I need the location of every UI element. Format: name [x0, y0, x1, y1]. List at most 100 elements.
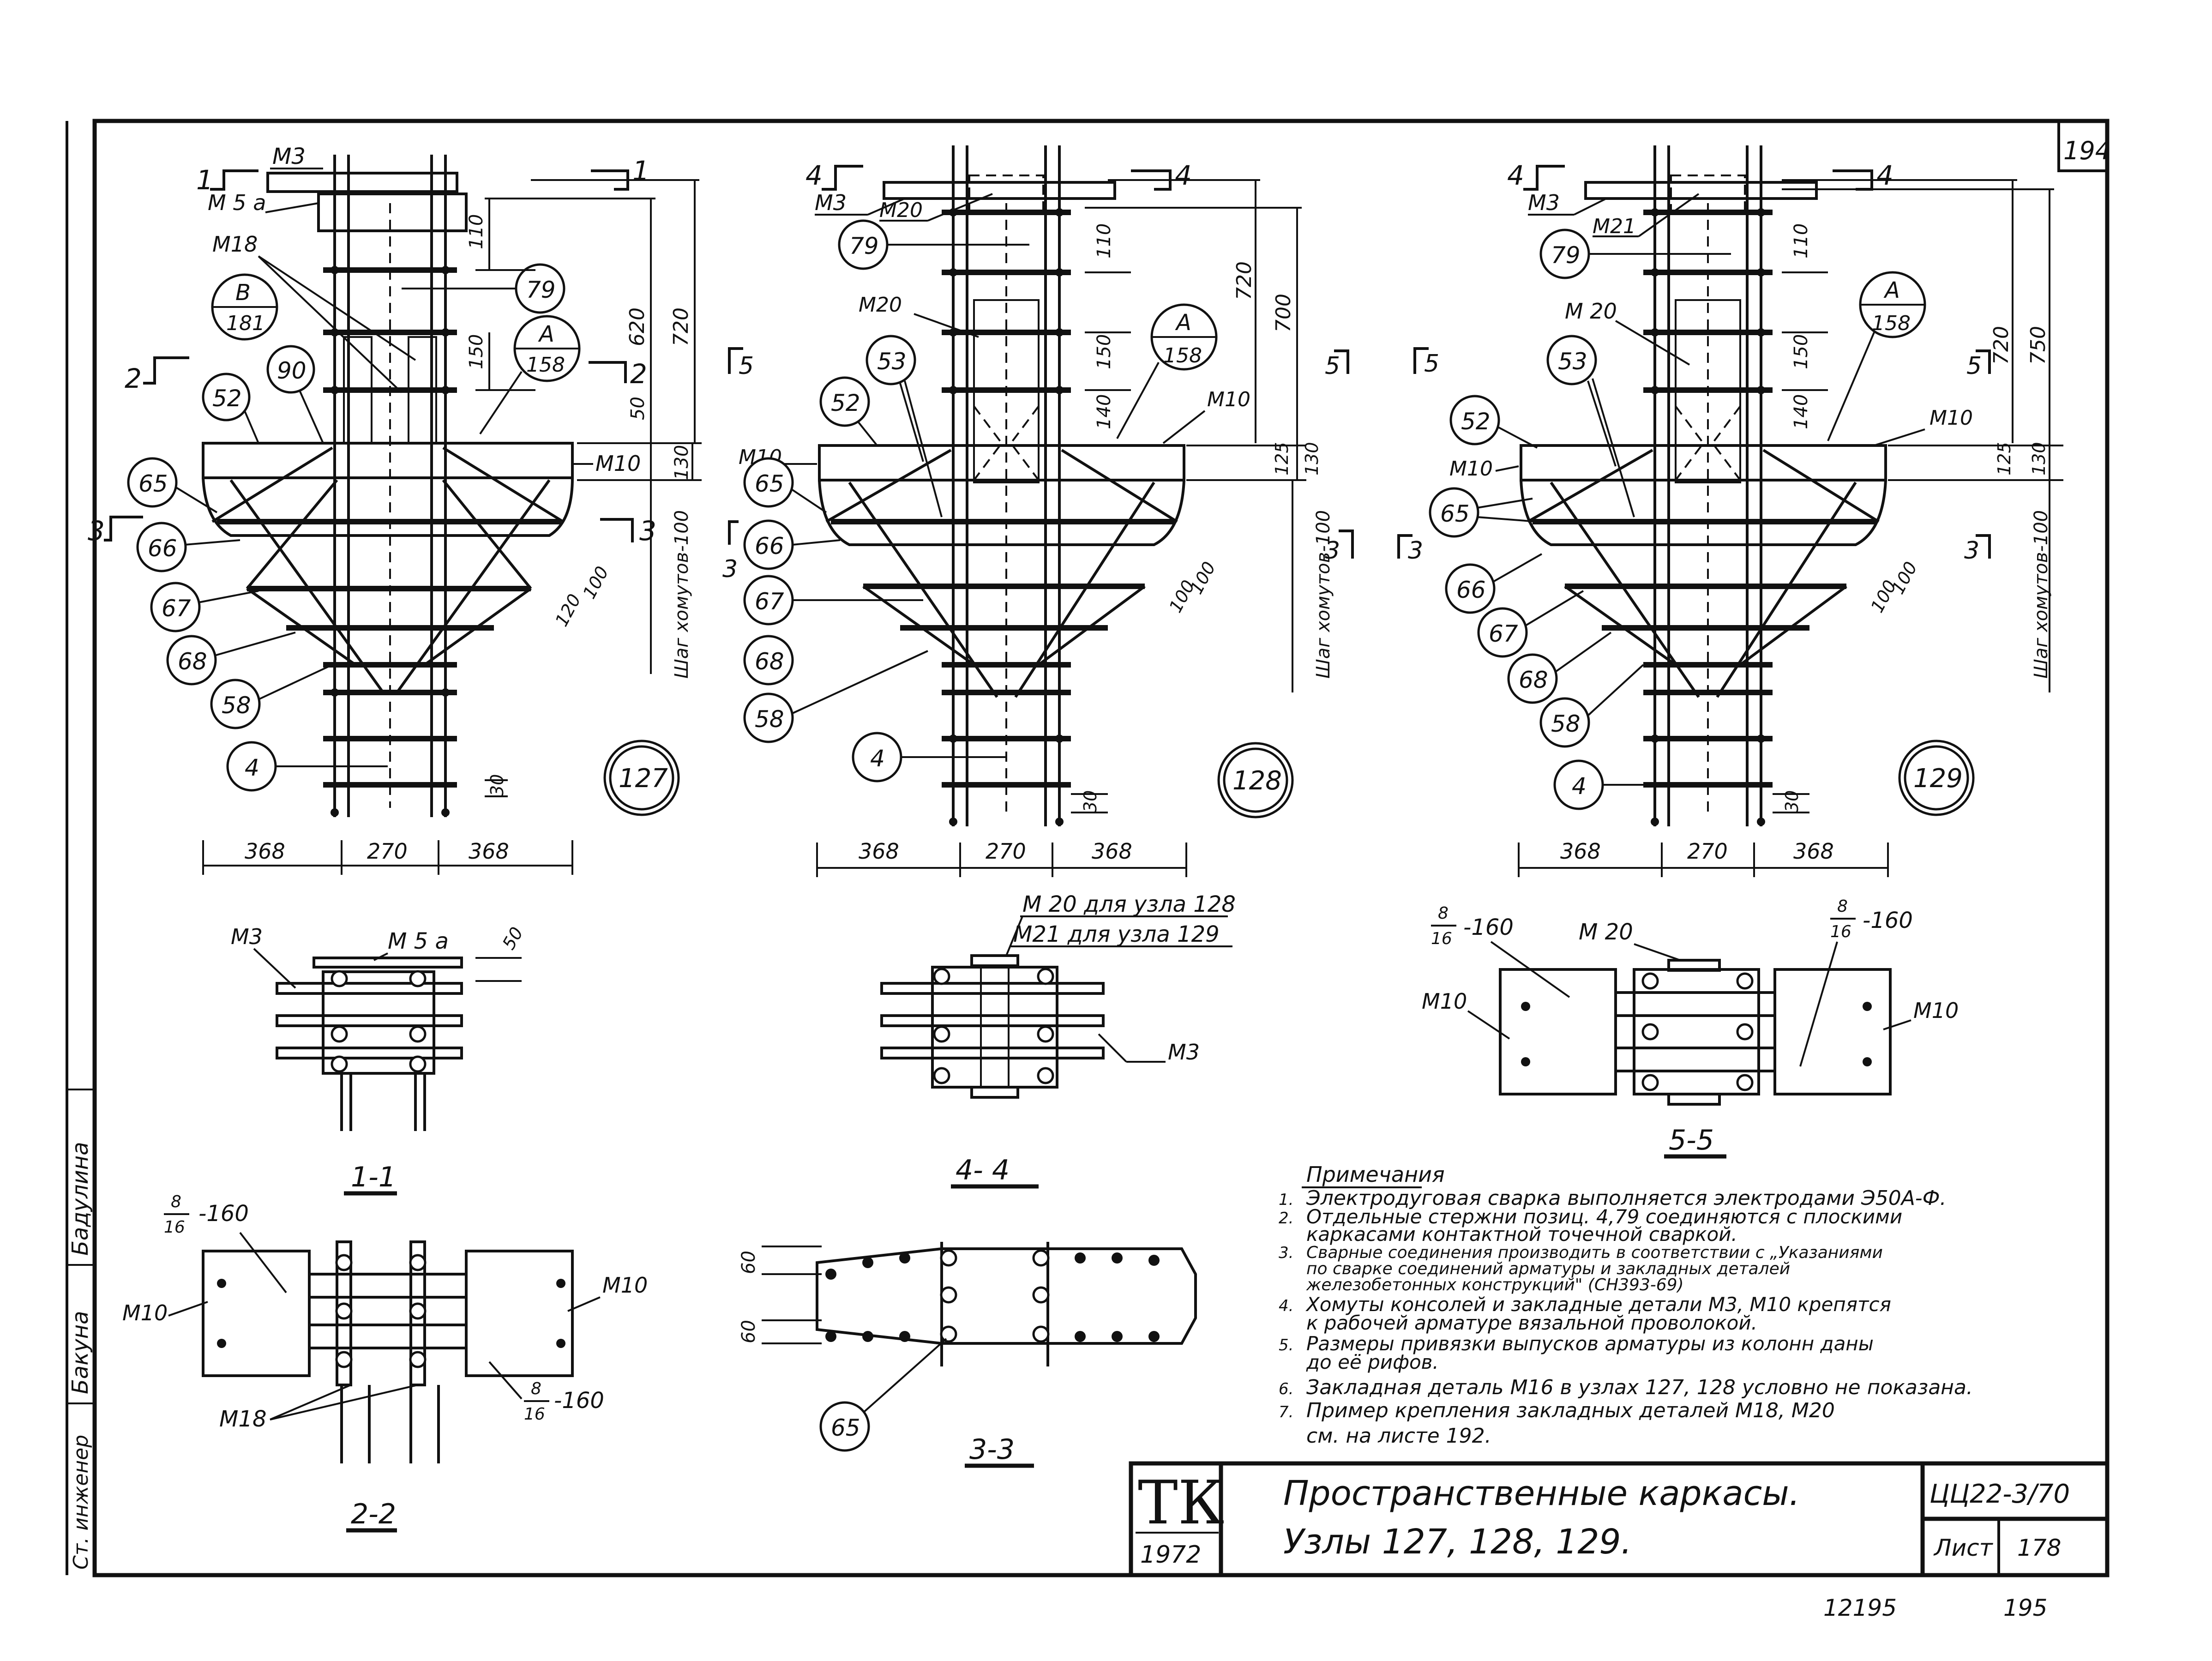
svg-text:110: 110 — [466, 214, 487, 249]
svg-text:Шаг хомутов-100: Шаг хомутов-100 — [2031, 510, 2052, 679]
svg-text:М10: М10 — [122, 1300, 168, 1325]
svg-text:130: 130 — [1302, 442, 1322, 475]
section-mark-1-right: 1 — [632, 155, 649, 187]
title-year: 1972 — [1140, 1541, 1201, 1569]
section-3-3: 60 60 65 3-3 — [738, 1242, 1197, 1468]
notes-block: Примечания 1. Электродуговая сварка выпо… — [1279, 1162, 1973, 1448]
bubble: 53 — [877, 348, 907, 375]
svg-text:4: 4 — [1175, 160, 1192, 191]
section-5-5: 8 16 -160 8 16 -160 М 20 М10 М10 5-5 — [1422, 897, 1959, 1159]
bubble: 65 — [1440, 500, 1470, 527]
svg-text:270: 270 — [367, 839, 408, 864]
section-4-4: М 20 для узла 128 М21 для узла 129 М3 4-… — [880, 891, 1236, 1189]
label-m18: М18 — [212, 232, 258, 257]
bubble: 52 — [1461, 408, 1491, 435]
svg-text:3: 3 — [1325, 537, 1340, 565]
node-129-elevation: 4 4 5 5 3 3 М3 М21 М 20 М10 М10 А 158 79… — [1397, 145, 2063, 877]
svg-text:150: 150 — [1094, 334, 1115, 369]
svg-text:50: 50 — [499, 924, 527, 953]
bubble: 4 — [245, 754, 259, 781]
svg-text:270: 270 — [986, 839, 1026, 864]
tk-logo: ТК — [1138, 1468, 1224, 1538]
svg-text:130: 130 — [671, 445, 692, 480]
svg-text:М3: М3 — [1528, 190, 1560, 215]
svg-text:60: 60 — [738, 1251, 759, 1274]
ref-b: В — [235, 280, 251, 306]
svg-text:158: 158 — [1872, 312, 1911, 335]
svg-text:А: А — [1883, 277, 1900, 303]
svg-text:М10: М10 — [1929, 406, 1973, 430]
bottom-code-1: 12195 — [1823, 1595, 1897, 1621]
svg-text:5: 5 — [1325, 352, 1340, 380]
notes-heading: Примечания — [1306, 1162, 1445, 1187]
svg-text:М10: М10 — [1449, 457, 1493, 481]
svg-text:130: 130 — [2029, 442, 2049, 475]
svg-text:4: 4 — [805, 160, 823, 191]
svg-text:30: 30 — [1782, 790, 1802, 812]
title-line1: Пространственные каркасы. — [1283, 1474, 1800, 1513]
ref-b-sheet: 181 — [226, 312, 265, 335]
bubble: 58 — [1551, 710, 1581, 737]
svg-text:Шаг хомутов-100: Шаг хомутов-100 — [1313, 510, 1334, 679]
svg-text:5: 5 — [1424, 350, 1439, 378]
stamp-signature: Бакуна — [67, 1311, 93, 1394]
bubble: 67 — [162, 595, 191, 622]
bubble: 66 — [755, 533, 784, 560]
svg-text:158: 158 — [1163, 344, 1202, 367]
section-2-2-title: 2-2 — [351, 1498, 396, 1530]
svg-text:100: 100 — [579, 563, 613, 602]
svg-text:3: 3 — [1964, 537, 1979, 565]
svg-text:125: 125 — [1272, 442, 1292, 475]
section-3-3-title: 3-3 — [969, 1433, 1015, 1466]
bubble: 79 — [849, 233, 879, 259]
svg-text:110: 110 — [1094, 223, 1115, 259]
bubble: 68 — [178, 648, 207, 675]
node-128-dimensions: 110 150 140 720 700 125 130 Шаг хомутов-… — [816, 179, 1334, 877]
series-code: ЦЦ22-3/70 — [1929, 1479, 2070, 1509]
section-1-1: М 5 а М3 50 1-1 — [231, 924, 527, 1196]
svg-text:4.: 4. — [1279, 1297, 1293, 1315]
svg-text:М21 для узла 129: М21 для узла 129 — [1013, 921, 1220, 947]
bubble: 4 — [870, 745, 885, 772]
bubble: 68 — [755, 648, 784, 675]
svg-text:150: 150 — [466, 334, 487, 369]
bubble: 67 — [755, 588, 784, 615]
title-block: ТК 1972 Пространственные каркасы. Узлы 1… — [1129, 1461, 2110, 1577]
svg-text:16: 16 — [1830, 922, 1851, 941]
node-127-elevation: 1 1 2 2 3 3 М3 М 5 а М18 М10 В 181 А 158… — [88, 144, 702, 875]
sheet-label: Лист — [1933, 1535, 1994, 1561]
page-number: 194 — [2063, 136, 2111, 165]
svg-text:М3: М3 — [1168, 1040, 1200, 1065]
ref-a-sheet: 158 — [526, 353, 565, 377]
bubble: 58 — [755, 706, 784, 733]
svg-text:150: 150 — [1791, 334, 1812, 369]
bubble: 79 — [1551, 242, 1581, 269]
svg-text:2.: 2. — [1279, 1209, 1293, 1228]
svg-text:М 5 а: М 5 а — [388, 928, 449, 954]
bubble: 67 — [1489, 620, 1518, 647]
svg-text:4: 4 — [1876, 160, 1893, 191]
svg-text:270: 270 — [1687, 839, 1728, 864]
bubble: 58 — [222, 692, 251, 719]
svg-text:30: 30 — [487, 774, 507, 796]
svg-text:368: 368 — [469, 839, 509, 864]
svg-text:Электродуговая сварка выполняе: Электродуговая сварка выполняется электр… — [1306, 1186, 1947, 1210]
section-1-1-title: 1-1 — [351, 1161, 396, 1193]
stamp-name: Бадулина — [67, 1142, 93, 1256]
svg-text:Размеры привязки выпусков арма: Размеры привязки выпусков арматуры из ко… — [1306, 1332, 1874, 1355]
svg-text:750: 750 — [2026, 326, 2050, 365]
sheet-frame — [92, 119, 2110, 1577]
svg-text:до её рифов.: до её рифов. — [1306, 1351, 1439, 1373]
svg-text:Отдельные стержни позиц. 4,79: Отдельные стержни позиц. 4,79 соединяютс… — [1306, 1205, 1902, 1228]
svg-text:М10: М10 — [1422, 989, 1467, 1014]
node-129-bubbles: 79 53 52 65 66 67 68 58 4 — [1429, 229, 1731, 810]
svg-text:16: 16 — [524, 1405, 545, 1424]
svg-text:М 20: М 20 — [1565, 299, 1617, 324]
svg-text:368: 368 — [1793, 839, 1834, 864]
bubble: 52 — [212, 385, 242, 412]
section-mark-2-right: 2 — [630, 358, 647, 390]
section-mark-3-right: 3 — [639, 515, 656, 547]
left-stamp: Ст. инженер Бакуна Бадулина — [67, 1142, 93, 1570]
svg-text:6.: 6. — [1279, 1380, 1293, 1398]
